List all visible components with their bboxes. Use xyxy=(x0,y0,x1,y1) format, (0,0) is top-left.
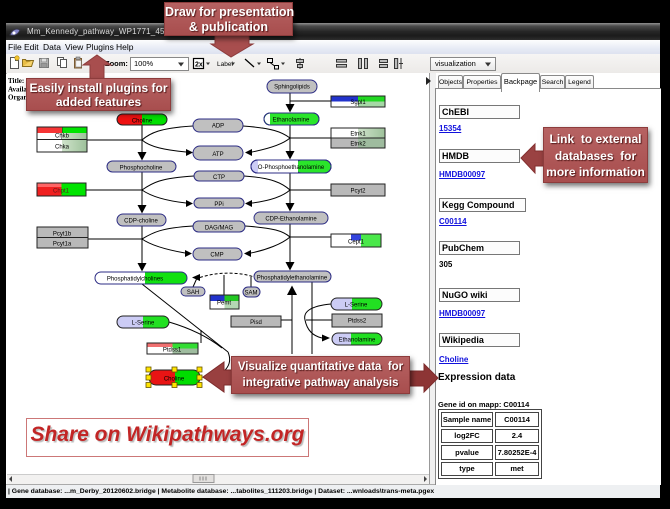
svg-text:Phosphatidylcholines: Phosphatidylcholines xyxy=(107,277,163,283)
svg-text:CMP: CMP xyxy=(210,253,223,259)
svg-text:Ptdss1: Ptdss1 xyxy=(163,348,182,354)
svg-text:Sgpl1: Sgpl1 xyxy=(350,100,366,106)
svg-text:SAM: SAM xyxy=(244,291,257,297)
svg-text:DAG/MAG: DAG/MAG xyxy=(205,226,234,232)
svg-text:Title:: Title: xyxy=(8,77,24,85)
svg-text:Ethanolamine: Ethanolamine xyxy=(273,118,310,124)
svg-text:ADP: ADP xyxy=(212,124,224,130)
svg-text:CDP-choline: CDP-choline xyxy=(124,219,158,225)
svg-text:Choline: Choline xyxy=(132,119,153,125)
svg-text:Phosphatidylethanolamine: Phosphatidylethanolamine xyxy=(257,276,328,282)
svg-text:Pcyt1a: Pcyt1a xyxy=(53,242,72,248)
svg-text:Cept1: Cept1 xyxy=(348,240,365,246)
svg-text:SAH: SAH xyxy=(187,290,199,296)
svg-text:L-Serine: L-Serine xyxy=(345,303,368,309)
svg-text:CTP: CTP xyxy=(213,175,225,181)
svg-text:PPi: PPi xyxy=(214,202,223,208)
svg-text:Organism:: Organism: xyxy=(8,94,40,102)
svg-text:Label: Label xyxy=(217,61,233,68)
svg-text:Chkb: Chkb xyxy=(55,134,70,140)
svg-text:O-Phosphoethanolamine: O-Phosphoethanolamine xyxy=(258,165,325,171)
svg-text:Pcyt1b: Pcyt1b xyxy=(53,232,72,238)
svg-text:Chka: Chka xyxy=(55,145,70,151)
svg-text:Etnk2: Etnk2 xyxy=(350,142,366,148)
svg-text:ATP: ATP xyxy=(212,152,223,158)
svg-text:Pemt: Pemt xyxy=(217,301,231,307)
svg-text:Pisd: Pisd xyxy=(250,320,262,326)
svg-text:2x: 2x xyxy=(195,62,203,69)
svg-text:Ptdss2: Ptdss2 xyxy=(348,319,367,325)
svg-text:Pcyt2: Pcyt2 xyxy=(350,189,366,195)
svg-text:Ethanolamine: Ethanolamine xyxy=(339,338,376,344)
svg-text:Sphingolipids: Sphingolipids xyxy=(274,85,310,91)
svg-text:L-Serine: L-Serine xyxy=(132,321,155,327)
svg-text:Chpt1: Chpt1 xyxy=(53,189,70,195)
svg-text:CDP-Ethanolamine: CDP-Ethanolamine xyxy=(265,217,317,223)
svg-text:Choline: Choline xyxy=(164,377,185,383)
svg-text:Phosphocholine: Phosphocholine xyxy=(120,166,163,172)
svg-text:Etnk1: Etnk1 xyxy=(350,132,366,138)
